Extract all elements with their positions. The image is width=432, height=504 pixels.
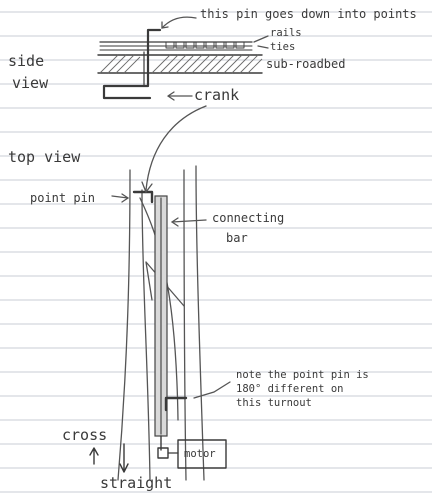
label-rails: rails <box>270 27 302 39</box>
arrow-note <box>193 381 231 399</box>
ruled-lines <box>0 11 432 493</box>
note-line-1: note the point pin is <box>236 369 369 381</box>
side-view-drawing <box>97 16 269 101</box>
label-pin: this pin goes down into points <box>200 7 417 21</box>
arrow-rails <box>253 35 269 43</box>
side-view-title-1: side <box>8 52 45 70</box>
label-cross: cross <box>62 426 108 444</box>
label-sub-roadbed: sub-roadbed <box>266 57 346 71</box>
rail-right <box>195 165 205 481</box>
side-view-title-2: view <box>12 74 49 92</box>
arrow-straight <box>119 443 129 473</box>
arrow-ties <box>257 45 269 49</box>
label-ties: ties <box>270 41 296 53</box>
top-view-drawing <box>89 105 231 481</box>
rails-and-ties <box>99 41 253 51</box>
point-pin-bottom <box>164 396 188 412</box>
sub-roadbed-slab <box>97 54 263 74</box>
motor-box <box>177 439 227 469</box>
rail-inner-right <box>183 169 187 481</box>
arrow-point-pin <box>111 193 130 203</box>
rail-left <box>117 169 131 481</box>
note-line-2: 180° different on <box>236 383 344 395</box>
note-line-3: this turnout <box>236 397 312 409</box>
arrow-crank <box>166 91 193 101</box>
label-connecting: connecting <box>212 211 285 225</box>
motor-coupler <box>157 447 169 459</box>
label-motor: motor <box>184 448 216 460</box>
arrow-connecting <box>170 217 207 227</box>
arrow-crank-to-bar <box>145 105 207 191</box>
label-crank: crank <box>194 86 240 104</box>
rail-inner-left <box>141 189 151 481</box>
top-view-title: top view <box>8 148 81 166</box>
label-point-pin: point pin <box>30 191 96 205</box>
arrow-pin <box>161 16 197 29</box>
side-crank <box>102 28 162 100</box>
point-pin-top <box>132 190 154 204</box>
label-straight: straight <box>100 474 173 492</box>
arrow-pin-head <box>161 21 169 29</box>
label-bar: bar <box>226 231 248 245</box>
arrow-cross <box>89 447 99 465</box>
